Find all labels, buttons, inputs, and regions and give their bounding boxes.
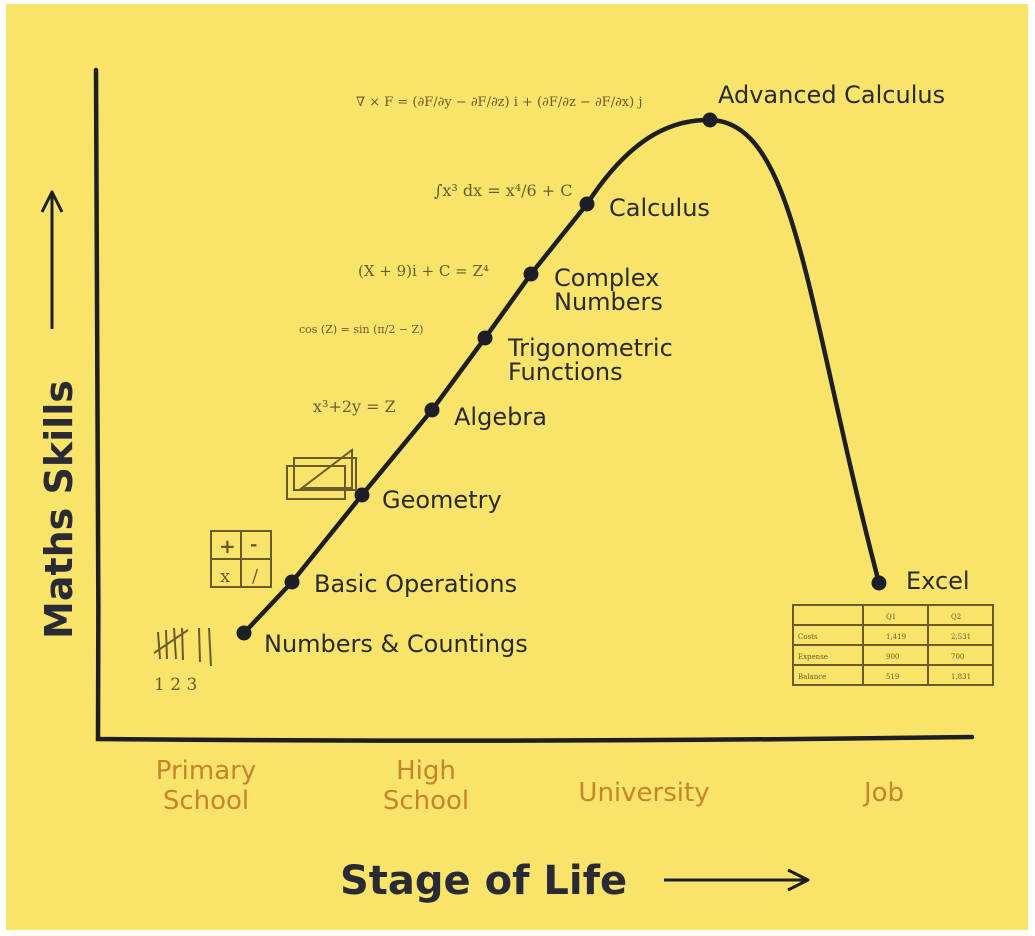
point-label: Calculus — [609, 194, 710, 222]
table-cell: 900 — [886, 653, 899, 661]
point-label: Basic Operations — [314, 570, 517, 598]
table-cell: Expense — [798, 653, 828, 661]
tally-marks-icon — [153, 627, 212, 667]
table-cell: 1,419 — [886, 633, 906, 641]
data-point — [236, 625, 252, 641]
y-axis-arrow-icon — [40, 190, 64, 329]
point-label: Advanced Calculus — [718, 81, 945, 109]
data-point — [284, 574, 300, 590]
formula-text: x³+2y = Z — [313, 397, 396, 416]
operator-times: x — [220, 566, 230, 587]
stage-label: Job — [862, 778, 904, 808]
axes — [93, 67, 975, 743]
operator-minus: - — [250, 534, 257, 555]
point-label: Excel — [906, 567, 970, 595]
data-point — [702, 112, 718, 128]
skill-curve — [241, 117, 882, 636]
table-cell: Balance — [798, 673, 826, 681]
tally-numbers: 1 2 3 — [154, 675, 197, 695]
operators-grid-icon: + - x / — [210, 530, 272, 588]
data-point — [424, 402, 440, 418]
table-cell: 700 — [951, 653, 964, 661]
data-point — [579, 196, 595, 212]
operator-plus: + — [219, 534, 236, 558]
data-point — [354, 487, 370, 503]
formula-text: ∇ × F = (∂F/∂y − ∂F/∂z) i + (∂F/∂z − ∂F/… — [356, 95, 642, 110]
x-axis-arrow-icon — [664, 868, 810, 892]
point-label: Geometry — [382, 486, 502, 514]
data-point — [871, 575, 887, 591]
table-cell: 519 — [886, 673, 899, 681]
point-label: Algebra — [454, 403, 547, 431]
geometry-sketch-icon — [286, 447, 357, 500]
stage-label: University — [578, 778, 709, 808]
table-cell: 1,831 — [951, 673, 971, 681]
table-header: Q2 — [951, 613, 961, 621]
table-header: Q1 — [886, 613, 896, 621]
formula-text: ∫x³ dx = x⁴/6 + C — [434, 181, 573, 200]
y-axis-label: Maths Skills — [37, 380, 81, 639]
operator-divide: / — [252, 566, 259, 587]
formula-text: (X + 9)i + C = Z⁴ — [358, 262, 489, 280]
table-cell: 2,531 — [951, 633, 971, 641]
x-axis-label: Stage of Life — [340, 858, 627, 904]
data-point — [477, 330, 493, 346]
table-cell: Costs — [798, 633, 818, 641]
formula-text: cos (Z) = sin (π/2 − Z) — [299, 323, 423, 336]
data-point — [523, 266, 539, 282]
point-label: Numbers & Countings — [264, 630, 528, 658]
